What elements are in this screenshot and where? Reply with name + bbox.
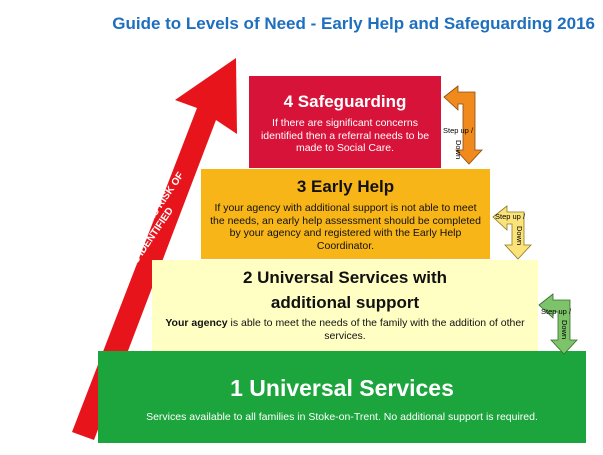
page-title: Guide to Levels of Need - Early Help and… <box>112 14 595 33</box>
level-2-heading: 2 Universal Services with additional sup… <box>152 265 538 315</box>
step-label-level-4-down: Down <box>454 140 463 160</box>
level-2-text-rest: is able to meet the needs of the family … <box>227 317 525 342</box>
level-2-text: Your agency is able to meet the needs of… <box>152 317 538 342</box>
level-3-heading: 3 Early Help <box>296 177 395 196</box>
level-4-safeguarding: 4 Safeguarding If there are significant … <box>249 76 441 168</box>
step-label-level-3-up: Step up / <box>495 212 526 221</box>
escalation-arrow-shape <box>72 58 237 440</box>
step-label-level-2-down: Down <box>560 320 569 340</box>
level-1-heading: 1 Universal Services <box>230 375 454 401</box>
level-2-heading-line2: additional support <box>270 293 420 312</box>
level-2-text-bold: Your agency <box>165 317 228 329</box>
step-arrow-level-4-icon <box>443 85 483 165</box>
step-arrow-level-2-icon <box>538 293 578 355</box>
level-3-early-help: 3 Early Help If your agency with additio… <box>201 169 490 259</box>
level-1-universal: 1 Universal Services Services available … <box>98 351 586 443</box>
level-4-heading: 4 Safeguarding <box>283 92 407 111</box>
level-2-universal-additional: 2 Universal Services with additional sup… <box>152 260 538 351</box>
level-2-heading-line1: 2 Universal Services with <box>242 268 448 287</box>
level-4-text: If there are significant concerns identi… <box>260 117 430 154</box>
step-label-level-4-up: Step up / <box>443 126 474 135</box>
level-3-text: If your agency with additional support i… <box>210 202 481 252</box>
step-label-level-3-down: Down <box>515 226 524 246</box>
level-1-text: Services available to all families in St… <box>146 411 538 423</box>
step-label-level-2-up: Step up / <box>541 307 572 316</box>
step-arrow-level-3-icon <box>492 205 532 260</box>
